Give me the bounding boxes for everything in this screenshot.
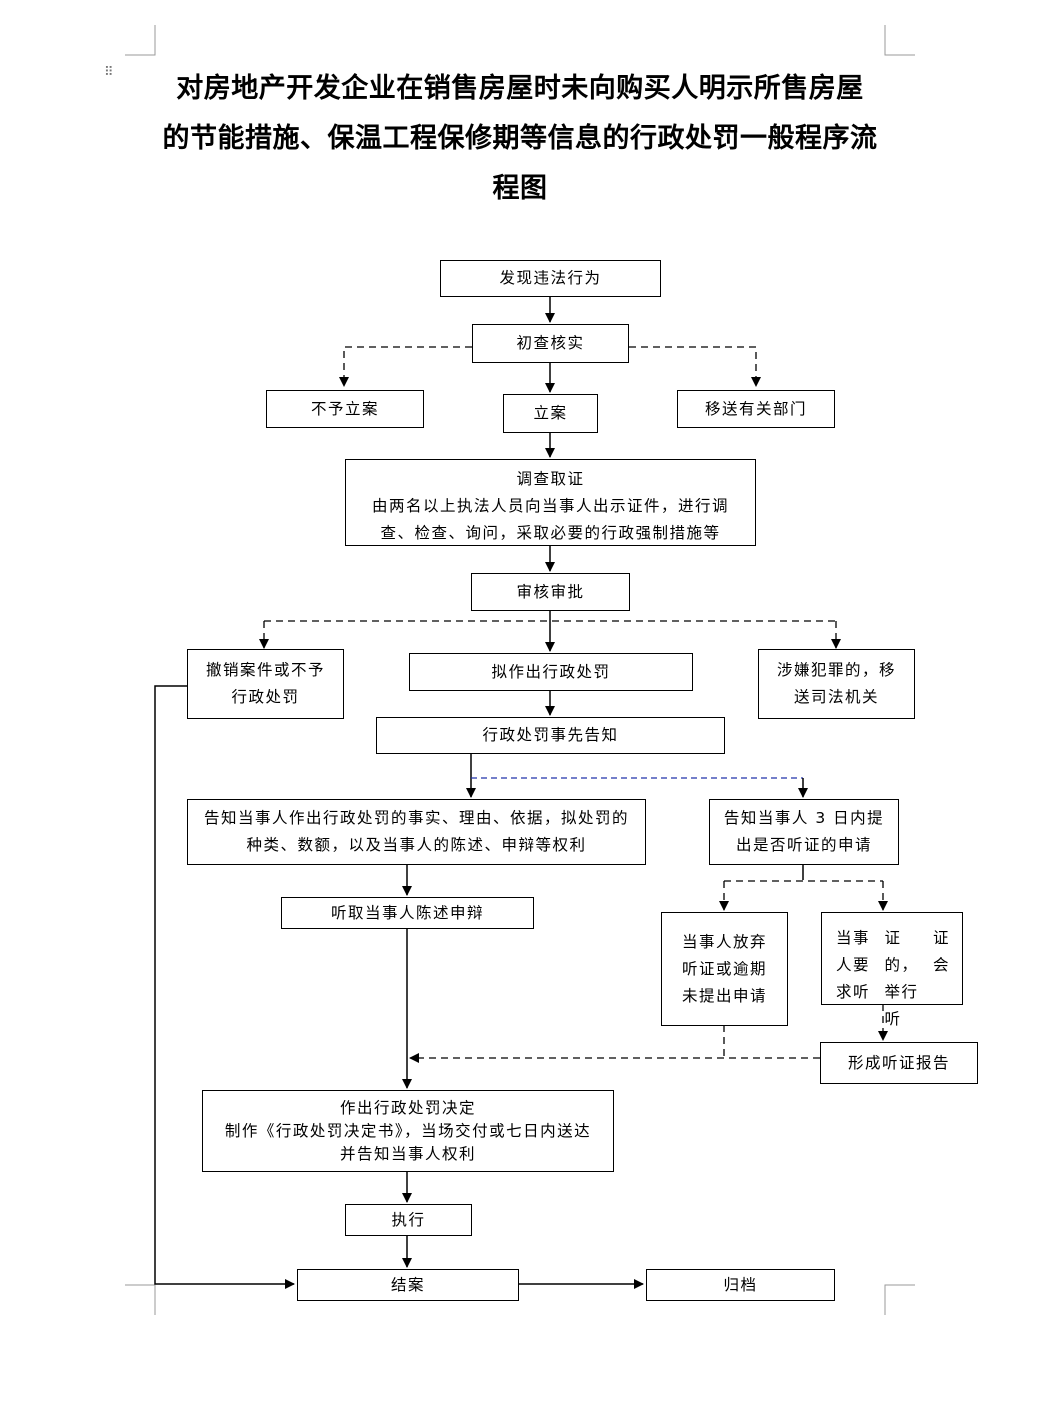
node-line: 作出行政处罚决定 (339, 1098, 476, 1117)
node-prior-notice: 行政处罚事先告知 (376, 717, 725, 754)
node-label: 归档 (723, 1275, 758, 1294)
page-title-line-1: 对房地产开发企业在销售房屋时未向购买人明示所售房屋 (176, 73, 864, 104)
node-line: 由两名以上执法人员向当事人出示证件，进行调 (371, 497, 729, 515)
node-line: 未提出申请 (681, 986, 767, 1005)
node-archive: 归档 (646, 1269, 835, 1301)
node-line: 并告知当事人权利 (339, 1144, 476, 1163)
node-line: 听证或逾期 (681, 959, 767, 978)
node-review: 审核审批 (471, 573, 630, 611)
node-line: 涉嫌犯罪的，移 (776, 661, 896, 679)
node-close-case: 结案 (297, 1269, 519, 1301)
node-line: 撤销案件或不予 (205, 661, 325, 679)
node-line: 送司法机关 (793, 688, 879, 706)
node-no-case: 不予立案 (266, 390, 424, 428)
arrow-revoke-close (154, 685, 295, 1289)
node-line: 当事人要求听 (836, 929, 871, 1001)
node-label: 不予立案 (310, 399, 379, 418)
node-crime-transfer: 涉嫌犯罪的，移 送司法机关 (758, 649, 915, 719)
node-label: 审核审批 (516, 582, 585, 601)
node-draft-penalty: 拟作出行政处罚 (409, 653, 693, 691)
node-label: 拟作出行政处罚 (491, 662, 611, 681)
node-line: 告知当事人作出行政处罚的事实、理由、依据，拟处罚的 (203, 809, 629, 827)
node-line: 当事人放弃 (681, 932, 767, 951)
node-decision: 作出行政处罚决定 制作《行政处罚决定书》，当场交付或七日内送达 并告知当事人权利 (202, 1090, 614, 1172)
dashed-arrow-no-case (339, 346, 472, 387)
node-hearing-report: 形成听证报告 (820, 1042, 978, 1084)
node-investigate: 调查取证 由两名以上执法人员向当事人出示证件，进行调 查、检查、询问，采取必要的… (345, 459, 756, 546)
node-line: 证的，举行听 (884, 929, 919, 1028)
node-label: 初查核实 (516, 334, 585, 352)
page-title-line-3: 程图 (492, 173, 548, 204)
node-waive-hearing: 当事人放弃 听证或逾期 未提出申请 (661, 912, 788, 1026)
page-title-line-2: 的节能措施、保温工程保修期等信息的行政处罚一般程序流 (162, 123, 878, 154)
node-request-hearing: 当事人要求听 证的，举行听 证会 (821, 912, 963, 1028)
node-line: 种类、数额，以及当事人的陈述、申辩等权利 (246, 836, 587, 854)
node-notify-hearing: 告知当事人 3 日内提 出是否听证的申请 (709, 799, 899, 865)
node-label: 移送有关部门 (704, 399, 807, 418)
node-notify-rights: 告知当事人作出行政处罚的事实、理由、依据，拟处罚的 种类、数额，以及当事人的陈述… (187, 799, 646, 865)
page-corner-marks (125, 25, 915, 1315)
node-label: 立案 (533, 404, 568, 422)
node-revoke: 撤销案件或不予 行政处罚 (187, 649, 344, 719)
node-listen: 听取当事人陈述申辩 (281, 897, 534, 929)
node-line: 告知当事人 3 日内提 (723, 809, 885, 827)
node-label: 执行 (391, 1210, 426, 1229)
node-label: 发现违法行为 (499, 269, 602, 287)
node-discover-violation: 发现违法行为 (440, 260, 661, 297)
node-label: 行政处罚事先告知 (482, 726, 619, 744)
node-execute: 执行 (345, 1204, 472, 1236)
node-verify: 初查核实 (472, 324, 629, 363)
dashed-arrow-transfer (629, 346, 761, 387)
node-line: 出是否听证的申请 (735, 836, 872, 854)
node-title: 调查取证 (516, 470, 585, 488)
node-line: 行政处罚 (231, 688, 300, 706)
node-line: 制作《行政处罚决定书》，当场交付或七日内送达 (224, 1121, 592, 1140)
node-label: 听取当事人陈述申辩 (330, 903, 484, 922)
node-label: 结案 (390, 1275, 425, 1294)
node-line: 查、检查、询问，采取必要的行政强制措施等 (380, 524, 721, 542)
node-line: 证会 (932, 929, 950, 974)
node-transfer: 移送有关部门 (677, 390, 835, 428)
node-file-case: 立案 (503, 394, 598, 433)
drag-handle-icon[interactable]: ⠿ (104, 65, 113, 80)
node-label: 形成听证报告 (847, 1053, 950, 1072)
